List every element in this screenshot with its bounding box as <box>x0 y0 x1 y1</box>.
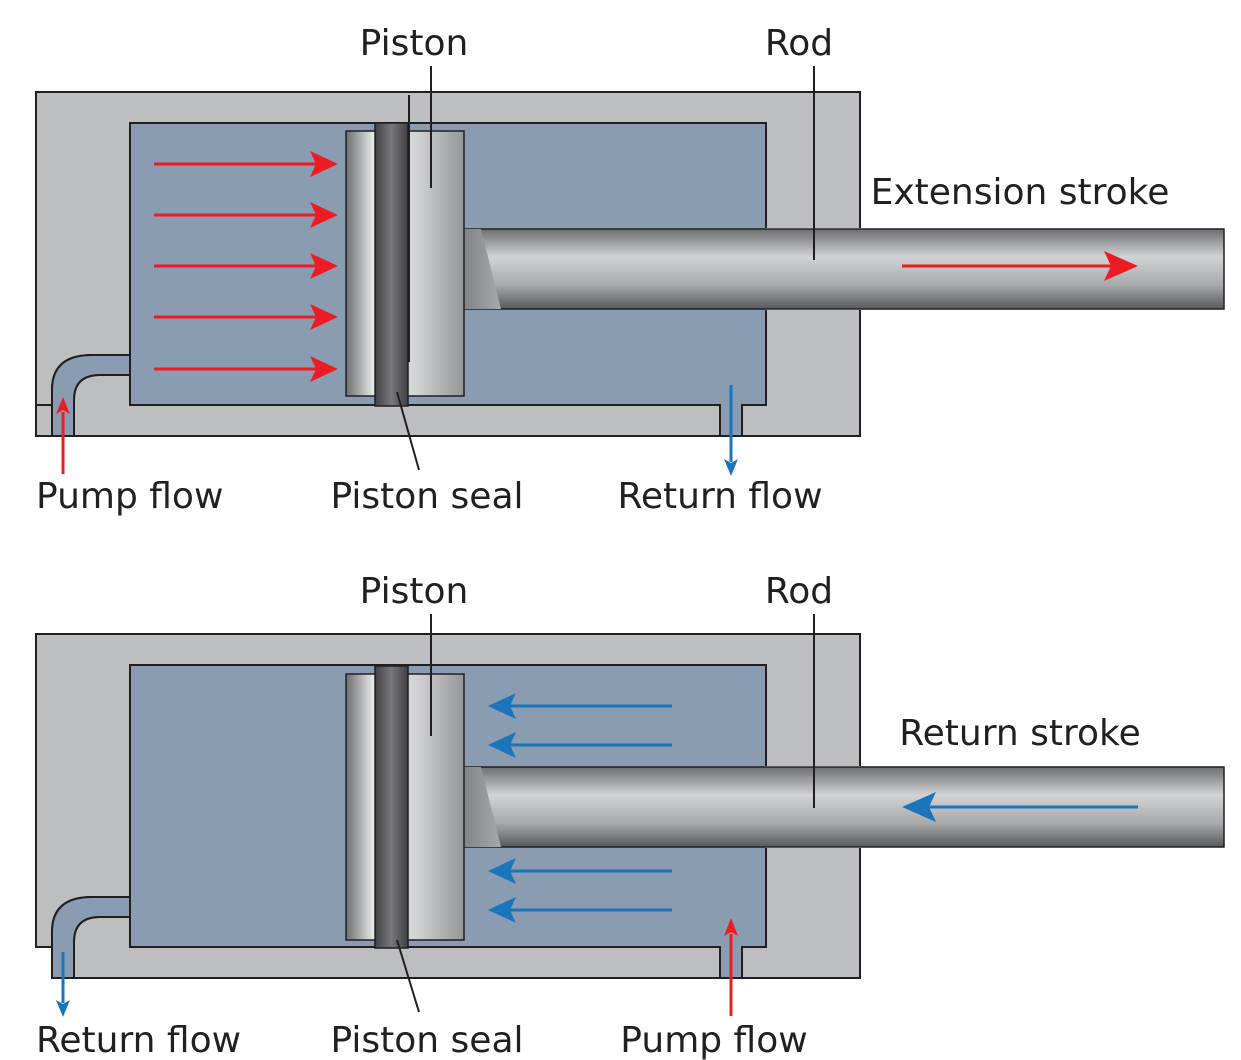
piston-seal <box>374 665 409 949</box>
inlet-pump-arrow <box>56 397 70 474</box>
piston-seal <box>374 122 409 407</box>
return-flow-arrows <box>488 693 672 923</box>
left-port-label: Return flow <box>36 1020 241 1060</box>
piston-seal-label: Piston seal <box>330 1020 523 1060</box>
piston-seal-label: Piston seal <box>330 476 523 517</box>
rod-label: Rod <box>765 571 833 612</box>
inlet-return-arrow <box>56 952 70 1017</box>
outlet-pump-arrow <box>724 918 738 1016</box>
outlet-return-arrow <box>724 385 738 476</box>
extension-direction-arrow <box>902 251 1138 281</box>
left-port-label: Pump flow <box>36 476 223 517</box>
stroke-label: Extension stroke <box>871 172 1170 213</box>
rod-chamfer <box>464 767 501 847</box>
right-port-label: Pump flow <box>620 1020 807 1060</box>
rod-chamfer <box>464 229 501 309</box>
inlet-port <box>51 354 131 437</box>
piston-label: Piston <box>360 571 469 612</box>
piston-seal-leader <box>396 391 420 471</box>
right-port-label: Return flow <box>617 476 822 517</box>
rod <box>463 228 1225 310</box>
inlet-port <box>51 896 131 979</box>
piston-seal-leader <box>396 939 420 1013</box>
extension-stroke-diagram: Piston Rod Extension stroke Pump flow Pi… <box>35 23 1225 517</box>
pump-flow-arrows <box>154 151 338 382</box>
return-direction-arrow <box>902 792 1138 822</box>
piston-label: Piston <box>360 23 469 64</box>
return-stroke-diagram: Piston Rod Return stroke Return flow Pis… <box>35 571 1225 1060</box>
rod-label: Rod <box>765 23 833 64</box>
stroke-label: Return stroke <box>899 713 1141 754</box>
